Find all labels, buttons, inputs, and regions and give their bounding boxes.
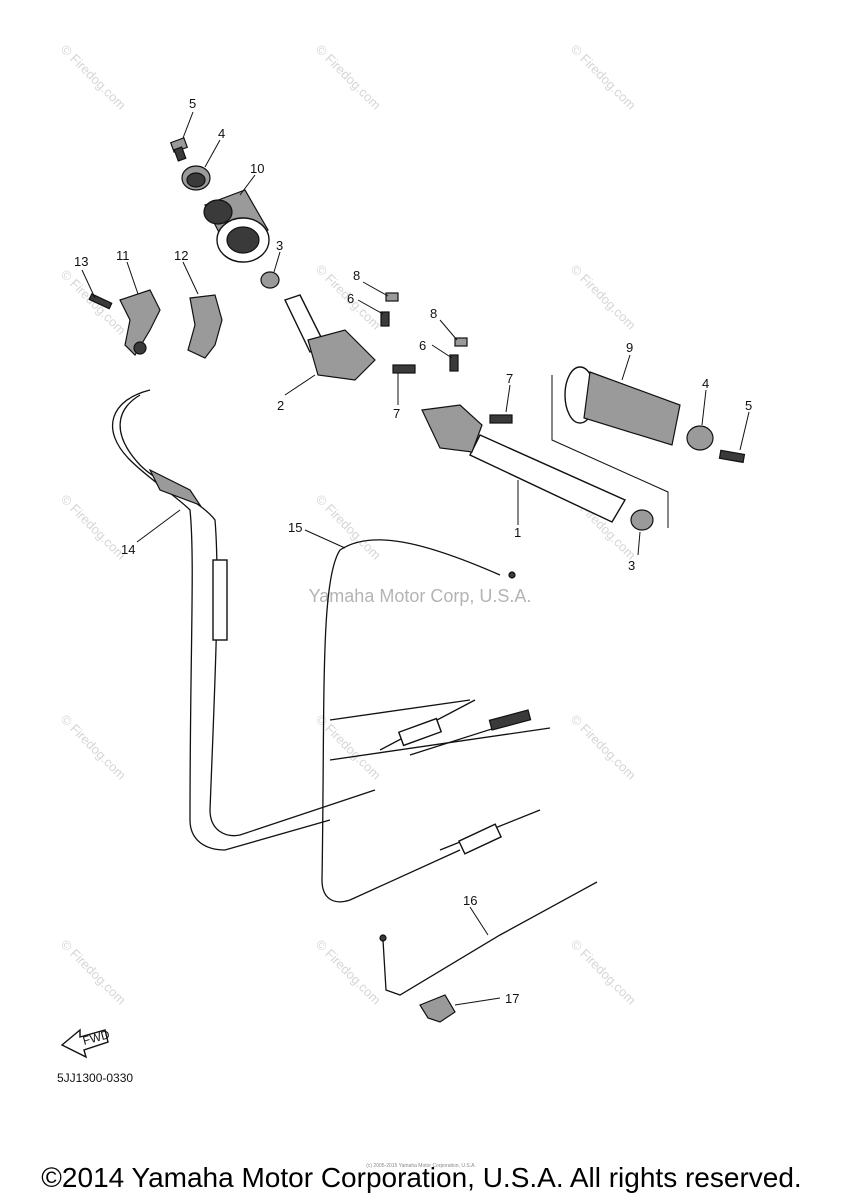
watermark: © Firedog.com xyxy=(58,712,129,783)
watermark: © Firedog.com xyxy=(313,937,384,1008)
callout-1: 1 xyxy=(514,525,521,540)
part-4-bar-end-top xyxy=(181,165,211,191)
part-5-screw-bottom xyxy=(718,449,746,464)
callout-5: 5 xyxy=(189,96,196,111)
watermark-grid: © Firedog.com © Firedog.com © Firedog.co… xyxy=(58,42,639,1008)
watermark: © Firedog.com xyxy=(568,262,639,333)
callout-6: 6 xyxy=(347,291,354,306)
callout-3-b: 3 xyxy=(628,558,635,573)
part-7-screw-a xyxy=(392,364,416,374)
part-7-screw-b xyxy=(489,414,513,424)
fwd-label: FWD xyxy=(81,1027,111,1048)
callout-9: 9 xyxy=(626,340,633,355)
watermark: © Firedog.com xyxy=(313,492,384,563)
watermark: © Firedog.com xyxy=(58,937,129,1008)
callout-5-b: 5 xyxy=(745,398,752,413)
watermark: © Firedog.com xyxy=(568,937,639,1008)
callout-labels: 5 4 10 3 13 11 12 8 6 8 6 2 7 7 9 4 5 1 … xyxy=(74,96,752,1006)
part-6-screw-a xyxy=(380,311,390,327)
callout-16: 16 xyxy=(463,893,477,908)
part-3-collar-top xyxy=(260,271,280,289)
group-bracket xyxy=(551,375,669,528)
watermark: © Firedog.com xyxy=(568,712,639,783)
callout-4-b: 4 xyxy=(702,376,709,391)
lower-cable-ends xyxy=(379,699,541,855)
part-15-clutch-cable xyxy=(321,539,551,903)
callout-10: 10 xyxy=(250,161,264,176)
part-1-handlebar xyxy=(421,404,627,523)
callout-6-b: 6 xyxy=(419,338,426,353)
part-9-left-grip xyxy=(564,366,681,446)
watermark: © Firedog.com xyxy=(58,492,129,563)
callout-17: 17 xyxy=(505,991,519,1006)
watermark: © Firedog.com xyxy=(58,267,129,338)
part-2-throttle-housing xyxy=(284,294,376,381)
callout-12: 12 xyxy=(174,248,188,263)
diagram-code: 5JJ1300-0330 xyxy=(57,1071,133,1085)
callout-3: 3 xyxy=(276,238,283,253)
callout-14: 14 xyxy=(121,542,135,557)
callout-11: 11 xyxy=(116,248,130,263)
part-17-fitting xyxy=(419,994,456,1023)
part-6-screw-b xyxy=(449,354,459,372)
callout-2: 2 xyxy=(277,398,284,413)
part-16-cable xyxy=(379,881,598,996)
part-5-screw-top xyxy=(169,137,189,162)
callout-15: 15 xyxy=(288,520,302,535)
watermark: © Firedog.com xyxy=(568,42,639,113)
part-11-clamp xyxy=(119,289,161,356)
part-10-throttle-grip xyxy=(203,189,270,263)
copyright-footer: ©2014 Yamaha Motor Corporation, U.S.A. A… xyxy=(41,1162,802,1193)
callout-4: 4 xyxy=(218,126,225,141)
part-8-screw-b xyxy=(454,337,468,347)
part-14-throttle-cables xyxy=(112,389,376,851)
fwd-arrow-icon: FWD xyxy=(60,1027,111,1059)
callout-7-b: 7 xyxy=(506,371,513,386)
watermark: © Firedog.com xyxy=(58,42,129,113)
callout-8-b: 8 xyxy=(430,306,437,321)
callout-8: 8 xyxy=(353,268,360,283)
part-12-bracket xyxy=(187,294,223,359)
callout-7: 7 xyxy=(393,406,400,421)
part-3-collar-bottom xyxy=(630,509,654,531)
part-4-bar-end-bottom xyxy=(686,425,714,451)
center-watermark: Yamaha Motor Corp, U.S.A. xyxy=(309,586,532,606)
callout-13: 13 xyxy=(74,254,88,269)
watermark: © Firedog.com xyxy=(313,42,384,113)
small-credit: (c) 2005-2015 Yamaha Motor Corporation, … xyxy=(366,1163,476,1169)
leader-lines xyxy=(81,111,750,1006)
part-8-screw-a xyxy=(385,292,399,302)
